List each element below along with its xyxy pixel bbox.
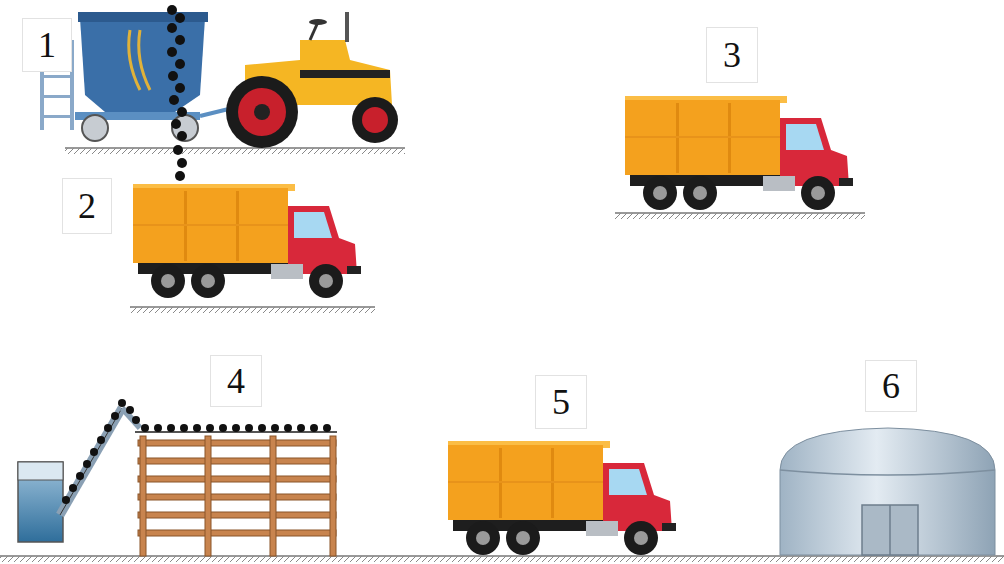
- callout-number: 5: [535, 375, 587, 429]
- callout-number: 4: [210, 355, 262, 407]
- falling-pellets: [167, 5, 187, 181]
- tractor: [226, 12, 398, 148]
- callout-number: 6: [865, 360, 917, 412]
- storage-dome: [780, 428, 995, 555]
- callout-number: 1: [22, 18, 72, 72]
- dump-truck: [448, 441, 676, 555]
- ground-lines: [0, 148, 1004, 562]
- dump-truck: [133, 184, 361, 298]
- callout-number: 3: [706, 27, 758, 83]
- callout-number: 2: [62, 178, 112, 234]
- drying-station: [18, 399, 337, 556]
- dump-truck: [625, 96, 853, 210]
